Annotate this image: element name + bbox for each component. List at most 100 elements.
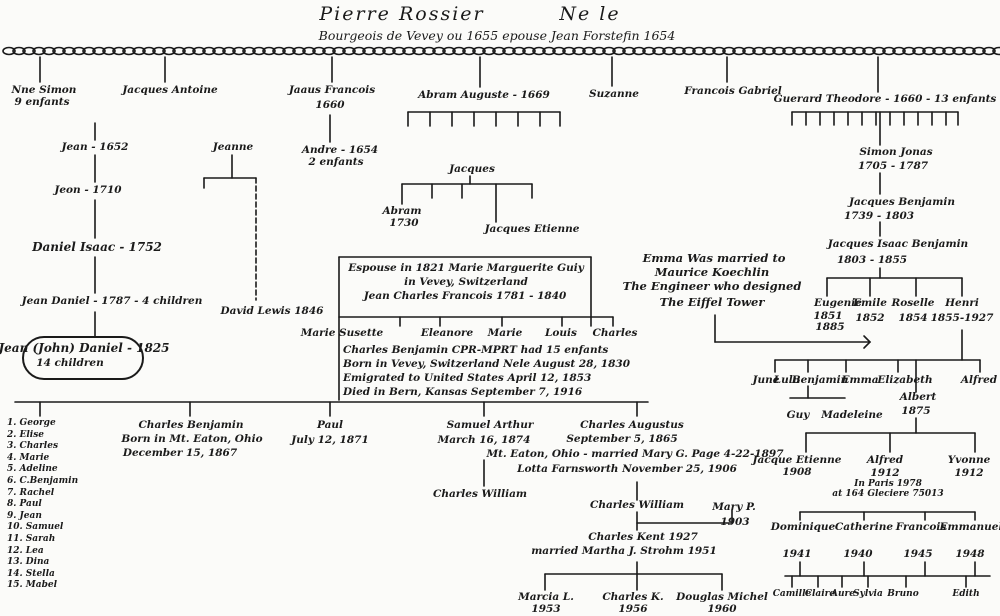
person-jeanne: Jeanne [212, 141, 254, 153]
person-emma: Emma [841, 374, 879, 386]
person-yvonne: Yvonne [947, 454, 991, 466]
person-jacques-francois: Jaaus Francois [288, 84, 376, 96]
children-list-item: 14. Stella [7, 568, 55, 579]
person-claire: Claire [804, 589, 836, 599]
person-aure: Aure [831, 589, 855, 599]
person-guy: Guy [786, 409, 810, 421]
person-simon-jonas: Simon Jonas [859, 146, 933, 158]
person-lulu: Lulu [773, 374, 801, 386]
title-name: Pierre Rossier [319, 3, 485, 25]
person-charles-william-1: Charles William [432, 488, 528, 500]
charles-augustus-marriage-2: Lotta Farnsworth November 25, 1906 [517, 463, 737, 475]
person-charles-augustus: Charles Augustus [580, 419, 684, 431]
person-jacques-isaac-benjamin: Jacques Isaac Benjamin [827, 238, 969, 250]
person-alfred: Alfred [960, 374, 998, 386]
douglas-michel-year: 1960 [707, 603, 737, 615]
person-guerard-theodore: Guerard Theodore - 1660 - 13 enfants [773, 93, 997, 105]
roselle-year: 1854 [898, 312, 928, 324]
person-roselle: Roselle [891, 297, 935, 309]
person-june: June [752, 374, 780, 386]
yvonne-year: 1912 [954, 467, 984, 479]
person-david-lewis: David Lewis 1846 [220, 305, 324, 317]
person-albert: Albert [899, 391, 937, 403]
person-daniel-isaac: Daniel Isaac - 1752 [32, 240, 162, 254]
children-list-item: 2. Elise [7, 429, 45, 440]
henri-years: 1855-1927 [930, 312, 994, 324]
children-list-item: 6. C.Benjamin [7, 476, 79, 486]
jean-john-daniel-oval [22, 336, 144, 380]
charles-benjamin-born: Born in Mt. Eaton, Ohio [121, 433, 263, 445]
children-list-item: 8. Paul [7, 499, 42, 510]
emile-year: 1852 [855, 312, 885, 324]
jacque-etienne-year: 1908 [782, 466, 812, 478]
person-benjamin: Benjamin [791, 374, 849, 386]
person-charles: Charles [592, 327, 638, 339]
person-jacques: Jacques [449, 163, 495, 175]
simon-jonas-years: 1705 - 1787 [857, 160, 929, 172]
person-alfred-2: Alfred [866, 454, 904, 466]
person-jacques-benjamin: Jacques Benjamin [849, 196, 955, 208]
charles-augustus-marriage-1: Mt. Eaton, Ohio - married Mary G. Page 4… [486, 448, 784, 460]
charles-kent-marriage: married Martha J. Strohm 1951 [531, 545, 717, 557]
person-bruno: Bruno [887, 589, 919, 599]
person-jeon-1710: Jeon - 1710 [54, 184, 122, 196]
charles-benjamin-info-line-4: Died in Bern, Kansas September 7, 1916 [343, 386, 583, 398]
emma-note-line-3: The Engineer who designed [622, 279, 802, 293]
person-eleanore: Eleanore [420, 327, 474, 339]
children-list-item: 15. Mabel [7, 580, 58, 591]
person-marie-susette: Marie Susette [300, 327, 384, 339]
person-samuel-arthur: Samuel Arthur [446, 419, 534, 431]
albert-year: 1875 [901, 405, 931, 417]
person-francois-gabriel: Francois Gabriel [684, 85, 782, 97]
person-mary-p: Mary P. [712, 501, 756, 513]
charles-augustus-date: September 5, 1865 [566, 433, 678, 445]
charles-benjamin-info-line-1: Charles Benjamin CPR-MPRT had 15 enfants [343, 344, 609, 356]
alfred-2-year: 1912 [870, 467, 900, 479]
samuel-arthur-date: March 16, 1874 [437, 434, 531, 446]
person-emmanuel: Emmanuel [939, 521, 1000, 533]
charles-k-year: 1956 [618, 603, 648, 615]
person-charles-k: Charles K. [602, 591, 664, 603]
person-edith: Edith [952, 589, 980, 599]
title-born: Ne le [559, 3, 621, 25]
emma-note-line-4: The Eiffel Tower [659, 295, 765, 309]
charles-benjamin-info-line-3: Emigrated to United States April 12, 185… [343, 372, 592, 384]
person-madeleine: Madeleine [821, 409, 883, 421]
alfred-2-note-1: In Paris 1978 [854, 479, 922, 489]
subtitle: Bourgeois de Vevey ou 1655 epouse Jean F… [318, 28, 676, 43]
children-list-item: 9. Jean [7, 510, 42, 521]
alfred-2-note-2: at 164 Gleciere 75013 [832, 489, 944, 499]
emmanuel-year: 1948 [955, 548, 985, 560]
jean-john-children: 14 children [36, 357, 104, 369]
person-jean-john-daniel: Jean (John) Daniel - 1825 [0, 341, 170, 355]
person-henri: Henri [945, 297, 979, 309]
children-list-item: 12. Lea [7, 545, 44, 556]
jacques-isaac-years: 1803 - 1855 [836, 254, 908, 266]
person-andre: Andre - 1654 [301, 144, 379, 156]
person-marie: Marie [487, 327, 523, 339]
abram-year: 1730 [389, 217, 419, 229]
eugenie-years: 1851 [813, 310, 843, 322]
andre-note: 2 enfants [308, 156, 364, 168]
person-jacque-etienne: Jacque Etienne [752, 454, 842, 466]
person-dominique: Dominique [770, 521, 836, 533]
simon-note: 9 enfants [14, 96, 70, 108]
charles-benjamin-info-line-2: Born in Vevey, Switzerland Nele August 2… [343, 358, 631, 370]
children-list-item: 10. Samuel [7, 522, 64, 533]
person-charles-kent: Charles Kent 1927 [588, 531, 698, 543]
person-elizabeth: Elizabeth [877, 374, 933, 386]
children-list-item: 1. George [7, 418, 56, 428]
person-emile: Emile [853, 297, 887, 309]
person-eugenie: Eugenie [814, 297, 862, 309]
eugenie-death: 1885 [815, 321, 845, 333]
person-paul: Paul [316, 419, 344, 431]
person-louis: Louis [545, 327, 577, 339]
center-box-line-1: Espouse in 1821 Marie Marguerite Guiy [348, 262, 584, 274]
person-camille: Camille [772, 589, 812, 599]
decorative-chain-border [2, 46, 1000, 56]
children-list-item: 4. Marie [7, 452, 50, 463]
francois-year: 1945 [903, 548, 933, 560]
person-charles-william: Charles William [589, 499, 685, 511]
center-box-line-2: in Vevey, Switzerland [404, 276, 528, 288]
